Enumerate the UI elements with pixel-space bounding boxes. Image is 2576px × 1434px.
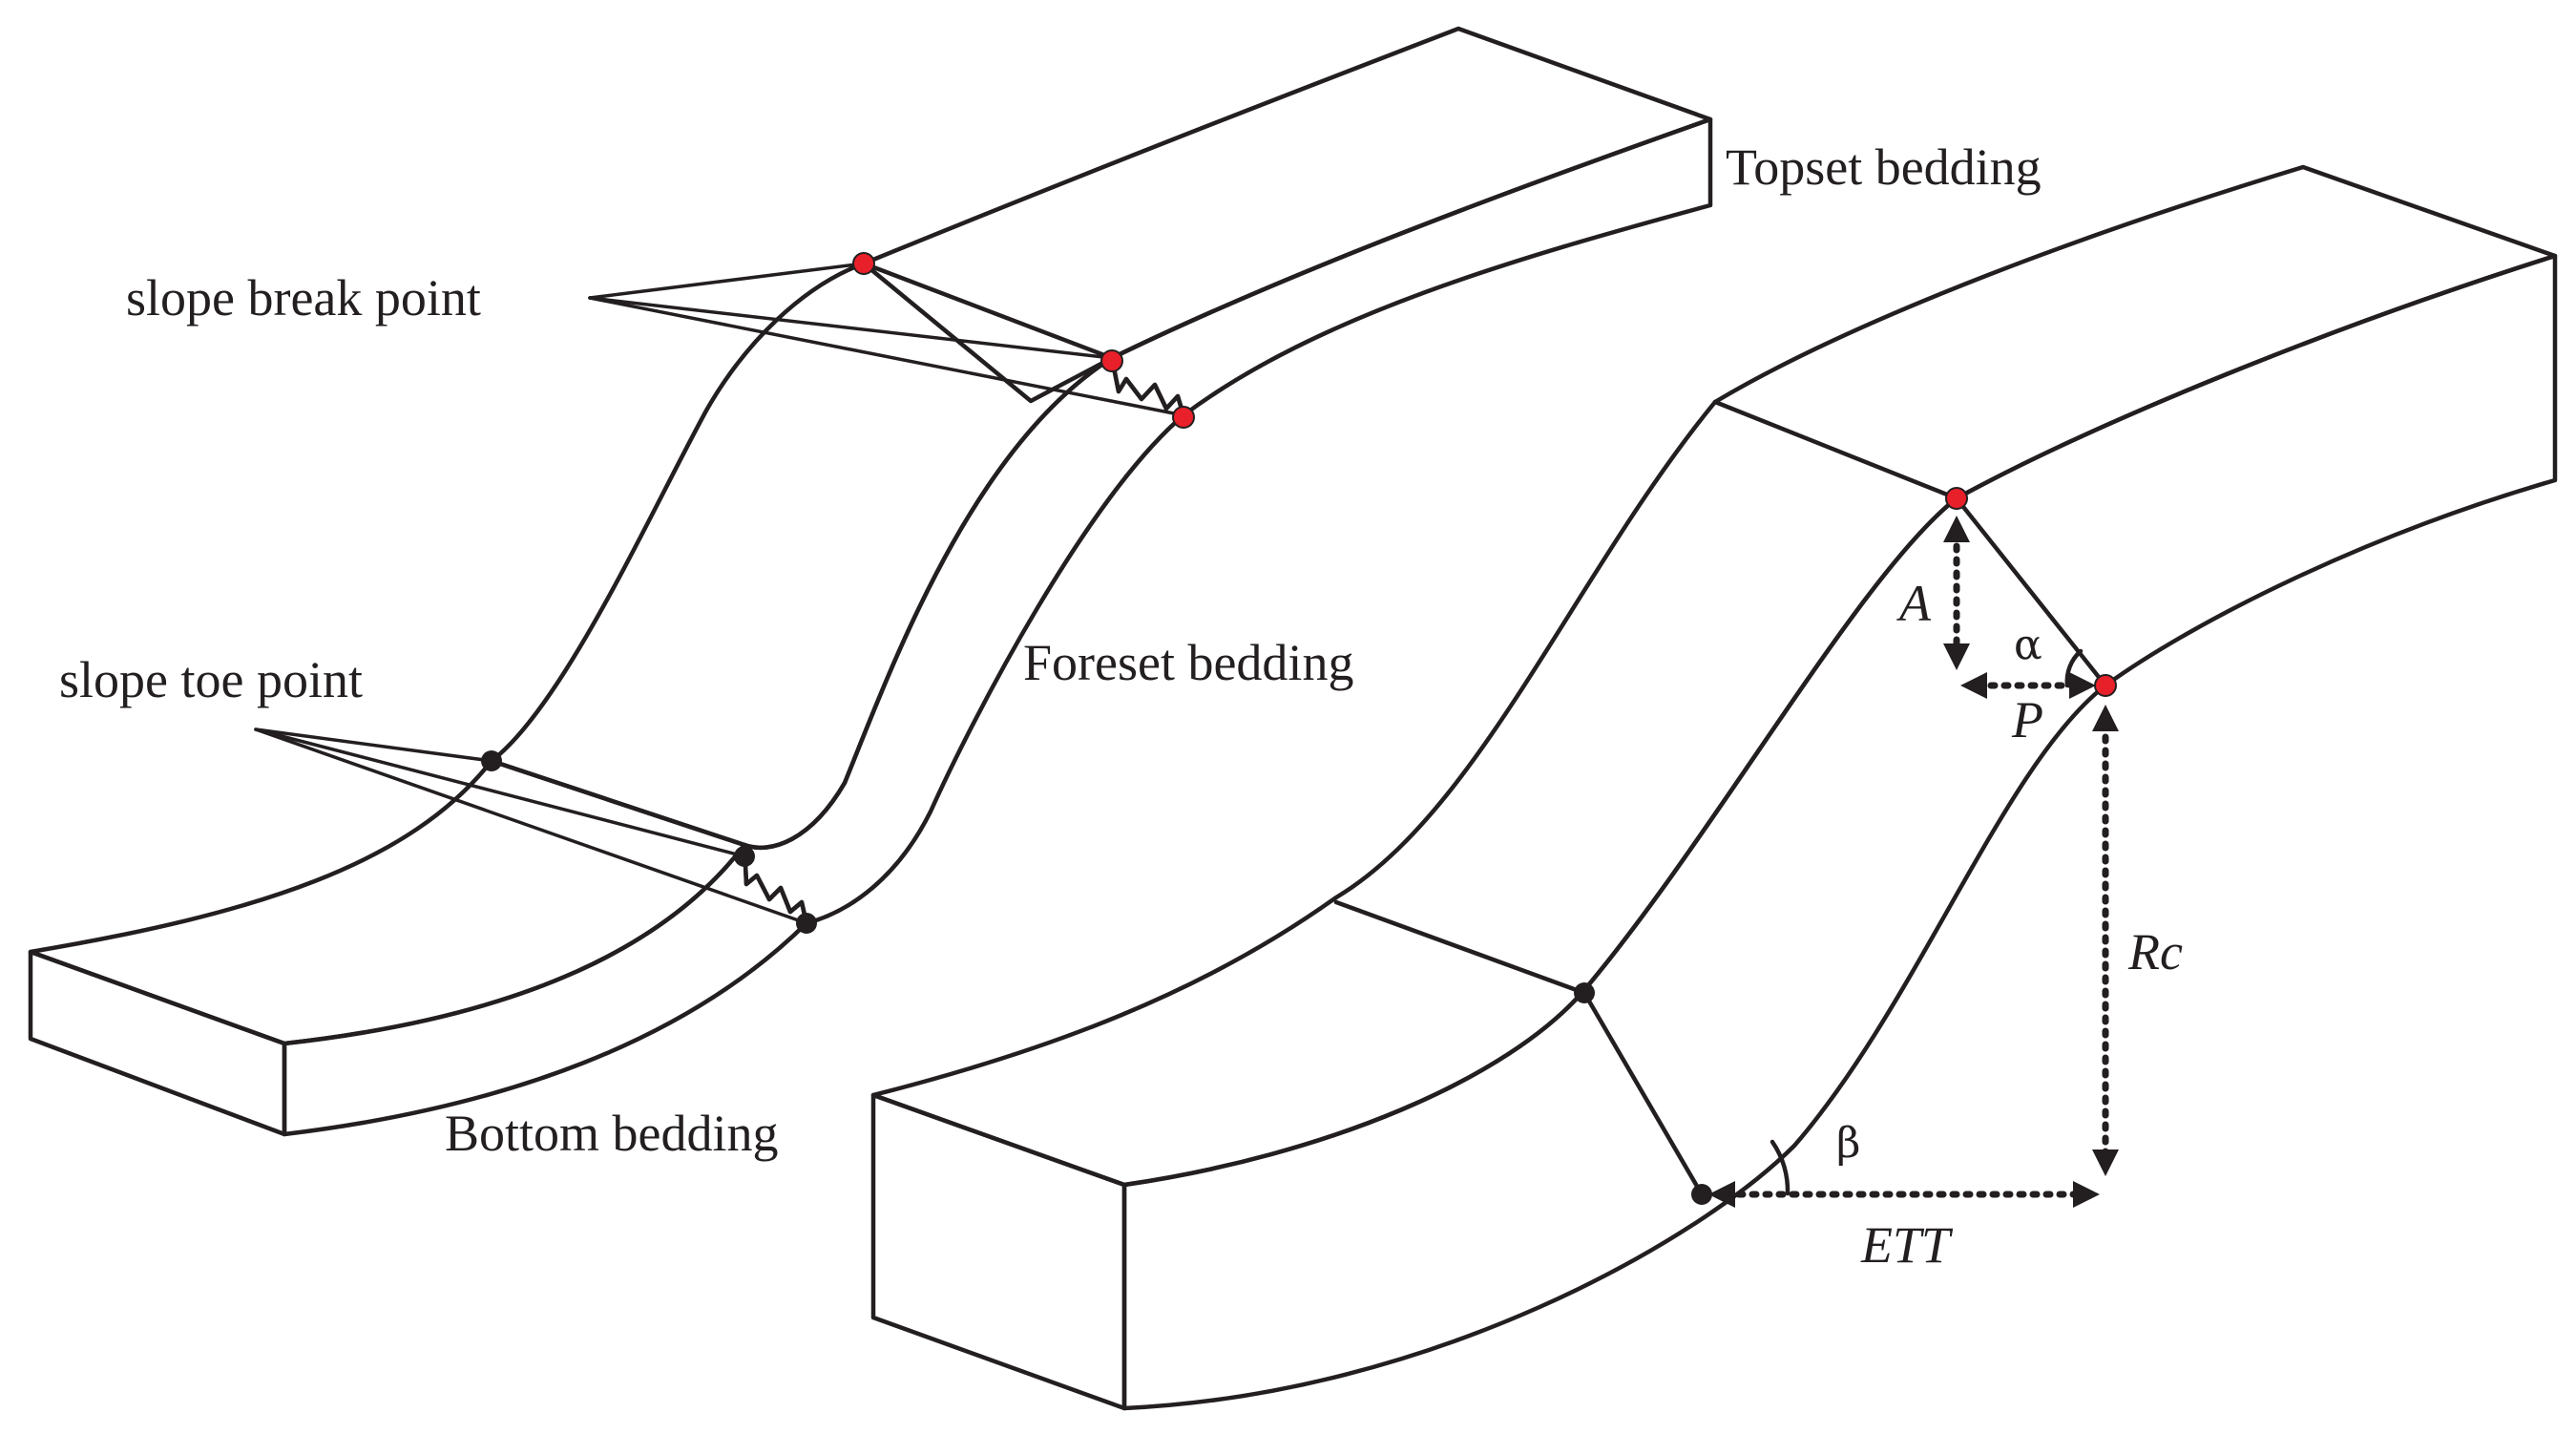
bottom-bedding-layer xyxy=(28,758,809,1137)
outline-front-face xyxy=(1121,253,2558,1411)
Rc-arrowhead-up xyxy=(2092,705,2119,731)
A-arrowhead-down xyxy=(1943,643,1970,670)
outline-toe-point-marker xyxy=(1574,982,1595,1003)
foreset-bedding-layer xyxy=(489,261,1186,926)
outline-toe-point-marker xyxy=(1691,1184,1712,1205)
left-marker-points xyxy=(481,252,1195,934)
slope-break-point-marker xyxy=(1100,349,1123,372)
break-pointer-2 xyxy=(588,296,1114,360)
beta-arc xyxy=(1770,1139,1791,1196)
ETT-arrowhead-left xyxy=(1708,1181,1735,1208)
toe-pointer-1 xyxy=(254,728,493,763)
bottom-top-face xyxy=(28,758,747,1046)
topset-bedding-label: Topset bedding xyxy=(1726,138,2042,196)
outline-side-face xyxy=(870,1092,1127,1411)
P-arrowhead-left xyxy=(1960,672,1987,699)
P-symbol: P xyxy=(2011,691,2043,749)
slope-break-point-marker xyxy=(852,252,875,275)
bottom-bedding-label: Bottom bedding xyxy=(445,1105,779,1162)
ETT-symbol: ETT xyxy=(1860,1216,1954,1274)
outline-break-point-marker xyxy=(2094,674,2117,697)
slope-break-point-marker xyxy=(1172,406,1195,429)
labels: Topset bedding slope break point Foreset… xyxy=(59,138,2183,1274)
outline-toe-line-1 xyxy=(1333,899,1587,996)
P-arrowhead-right xyxy=(2069,672,2096,699)
topset-front-face xyxy=(1109,116,1713,418)
outline-break-point-marker xyxy=(1945,487,1968,510)
slope-toe-pointers xyxy=(254,728,808,925)
foreset-top-face xyxy=(489,261,1115,851)
Rc-arrowhead-down xyxy=(2092,1149,2119,1176)
toe-pointer-2 xyxy=(254,728,746,858)
slope-toe-point-marker xyxy=(481,750,502,771)
outline-break-line-1 xyxy=(1712,399,1959,501)
outline-block-model xyxy=(870,164,2558,1411)
slope-toe-point-label: slope toe point xyxy=(59,651,363,708)
slope-break-pointers xyxy=(588,262,1185,417)
beta-symbol: β xyxy=(1836,1119,1860,1168)
slope-break-point-label: slope break point xyxy=(126,269,481,327)
bottom-front-face xyxy=(282,842,809,1137)
A-symbol: A xyxy=(1896,575,1932,632)
A-arrowhead-up xyxy=(1943,516,1970,542)
measurement-arrows xyxy=(1708,516,2119,1208)
slope-toe-point-marker xyxy=(796,913,817,934)
outline-break-line-2 xyxy=(1954,496,2108,688)
colored-block-model xyxy=(28,26,1713,1137)
Rc-symbol: Rc xyxy=(2127,923,2183,981)
break-pointer-1 xyxy=(588,262,866,300)
topset-bedding-layer xyxy=(861,26,1713,418)
outline-toe-line-2 xyxy=(1581,990,1705,1197)
bottom-side-face xyxy=(28,949,287,1137)
break-pointer-3 xyxy=(588,296,1185,417)
alpha-symbol: α xyxy=(2014,621,2042,669)
toe-pointer-3 xyxy=(254,728,808,925)
alpha-arc xyxy=(2064,648,2084,688)
ETT-arrowhead-right xyxy=(2073,1181,2100,1208)
slope-toe-point-marker xyxy=(734,846,755,867)
foreset-bedding-label: Foreset bedding xyxy=(1023,634,1353,691)
